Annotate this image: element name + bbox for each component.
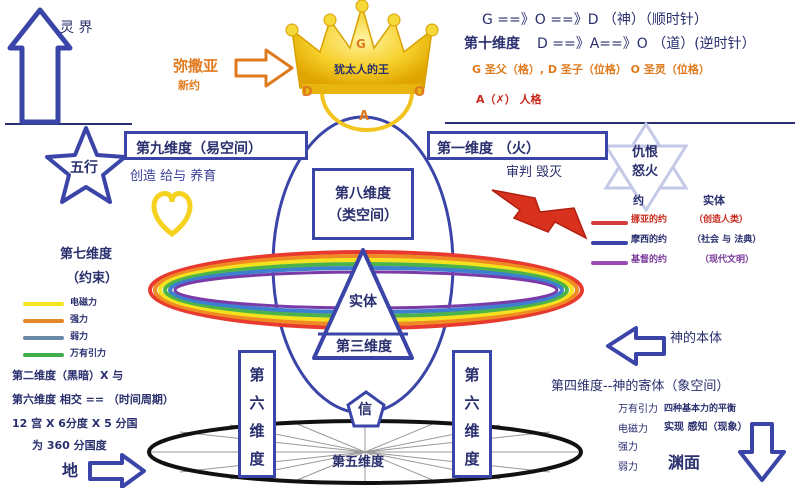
covenant-moses-entity: （社会 与 法典） [692, 235, 762, 245]
dimension9-box: 第九维度（易空间） [124, 131, 308, 160]
earth-arrow-icon [88, 453, 146, 488]
force-gravity-label: 万有引力 [70, 349, 107, 359]
heart-icon [151, 191, 193, 238]
crown-letter-g: G [356, 37, 366, 51]
crown-arc [320, 91, 414, 132]
body-of-god-label: 神的本体 [670, 331, 723, 346]
dimension4-label: 第四维度--神的寄体（象空间） [551, 379, 730, 394]
fifth-dimension-wheel [147, 419, 583, 485]
tenth-dimension-label: 第十维度 [464, 36, 520, 52]
human-personhood-text: A（✗） 人格 [476, 93, 542, 106]
lightning-icon [491, 189, 588, 240]
covenant-noah-entity: （创造人类） [694, 215, 749, 225]
entity-header: 实体 [703, 194, 725, 207]
dimension3-label: 第三维度 [336, 339, 392, 355]
dimension5-label: 第五维度 [332, 455, 385, 470]
covenant-christ-entity: （现代文明） [700, 255, 755, 265]
dimension7-label: 第七维度 [60, 247, 113, 262]
formula-line3: 12 宫 X 6分度 X 5 分国 [12, 417, 138, 430]
covenant-christ-label: 基督的约 [631, 255, 668, 265]
entity-triangle [312, 248, 414, 360]
formula-line1: 第二维度（黑暗）X 与 [12, 369, 124, 382]
dimension6-right-text: 第六维度 [464, 366, 480, 468]
dimension6-box-right: 第六维度 [452, 350, 492, 478]
wrath-label-line2: 怒火 [632, 164, 659, 179]
force-right-strong: 强力 [618, 442, 638, 453]
crown-title: 犹太人的王 [334, 63, 389, 76]
force-weak-label: 弱力 [70, 332, 89, 342]
trinity-counterclockwise-text: D ==》A==》O （道）(逆时针） [537, 36, 756, 52]
force-right-electromagnetic: 电磁力 [618, 424, 648, 435]
crown-letter-d: D [302, 85, 313, 100]
dimension8-line1: 第八维度 [335, 186, 391, 202]
abyss-label: 渊面 [668, 453, 701, 472]
five-elements-star-icon [45, 126, 127, 204]
virtues-text: 创造 给与 养育 [130, 169, 217, 184]
entity-label: 实体 [349, 294, 377, 310]
abyss-arrow-icon [738, 422, 786, 482]
force-strong-label: 强力 [70, 315, 89, 325]
faith-pentagon [346, 390, 386, 428]
body-of-god-arrow-icon [606, 326, 666, 366]
constraint-label: （约束） [66, 271, 119, 286]
earth-label: 地 [62, 461, 79, 480]
messiah-arrow-icon [234, 48, 294, 88]
judgment-text: 审判 毁灭 [506, 165, 563, 180]
wrath-star-icon [603, 121, 689, 213]
force-electromagnetic-label: 电磁力 [70, 298, 98, 308]
force-right-weak: 弱力 [618, 462, 638, 473]
dimension6-left-text: 第六维度 [249, 366, 265, 468]
covenant-moses-label: 摩西的约 [631, 235, 668, 245]
dimension6-box-left: 第六维度 [238, 350, 276, 478]
faith-label: 信 [358, 402, 372, 418]
covenant-header: 约 [633, 194, 644, 207]
covenant-noah-label: 挪亚的约 [631, 215, 668, 225]
wrath-label-line1: 仇恨 [632, 145, 659, 160]
trinity-clockwise-text: G ==》O ==》D （神）（顺时针） [482, 12, 708, 28]
up-arrow-icon [7, 7, 73, 125]
crown-letter-o: O [414, 85, 426, 100]
five-elements-label: 五行 [70, 160, 98, 176]
messiah-label: 弥撒亚 [173, 57, 219, 75]
crown-icon [285, 0, 439, 94]
formula-line4: 为 360 分国度 [32, 439, 107, 452]
formula-line2: 第六维度 相交 == （时间周期） [12, 393, 174, 406]
realize-perception-note: 实现 感知（现象） [664, 422, 748, 433]
four-forces-balance-note: 四种基本力的平衡 [664, 404, 737, 414]
new-testament-label: 新约 [178, 79, 200, 92]
dimension1-box: 第一维度 （火） [427, 131, 608, 160]
dimension8-box: 第八维度 （类空间） [312, 168, 414, 240]
crown-letter-a: A [359, 109, 370, 124]
spirit-realm-label: 灵 界 [60, 20, 93, 36]
force-right-gravity: 万有引力 [618, 404, 658, 415]
trinity-persons-text: G 圣父（格）, D 圣子（位格） O 圣灵（位格） [472, 63, 710, 76]
dimension8-line2: （类空间） [328, 208, 398, 224]
